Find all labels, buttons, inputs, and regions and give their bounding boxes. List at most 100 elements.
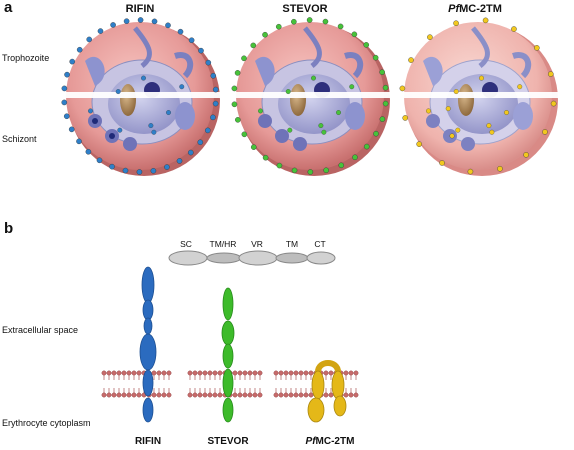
lipid-head <box>101 370 107 376</box>
surface-dot <box>110 22 116 28</box>
lipid-head <box>273 370 279 376</box>
surface-dot <box>439 160 445 166</box>
surface-dot <box>76 138 82 145</box>
lipid-head <box>136 370 142 376</box>
lipid-head <box>121 370 127 376</box>
lipid-head <box>252 370 258 376</box>
surface-dot <box>534 45 540 51</box>
lipid-head <box>207 370 213 376</box>
surface-dot <box>205 59 212 66</box>
surface-dot <box>547 71 554 77</box>
surface-dot <box>291 18 297 25</box>
lipid-head <box>101 392 107 398</box>
internal-dot <box>455 127 461 133</box>
lipid-head <box>111 370 117 376</box>
surface-dot <box>262 154 269 161</box>
rifin-protein <box>139 266 157 423</box>
surface-dot <box>337 23 344 30</box>
lipid-head <box>232 370 238 376</box>
lipid-head <box>151 392 157 398</box>
surface-dot <box>86 36 93 43</box>
internal-dot <box>311 75 316 81</box>
lipid-head <box>156 370 162 376</box>
lipid-head <box>288 392 294 398</box>
internal-dot <box>151 129 157 135</box>
lipid-head <box>353 392 359 398</box>
pfmc2tm-title-italic: Pf <box>448 3 460 15</box>
surface-dot <box>188 37 195 44</box>
surface-dot <box>96 157 103 164</box>
pfmc2tm-surface-dots <box>399 17 557 175</box>
surface-dot <box>550 100 557 107</box>
internal-dot <box>115 89 121 95</box>
surface-dot <box>372 54 379 61</box>
internal-dot <box>489 129 495 135</box>
lipid-head <box>242 370 248 376</box>
lipid-head <box>308 370 314 376</box>
lipid-head <box>343 392 349 398</box>
lipid-head <box>278 370 284 376</box>
surface-dot <box>123 18 130 24</box>
lipid-head <box>283 370 289 376</box>
surface-dot <box>322 18 329 25</box>
surface-dot <box>69 58 76 65</box>
surface-dot <box>511 26 517 32</box>
internal-dot <box>479 75 484 81</box>
surface-dot <box>151 18 158 25</box>
lipid-head <box>202 392 208 398</box>
internal-dot <box>258 108 263 114</box>
surface-dot <box>231 101 238 108</box>
surface-dot <box>165 22 171 29</box>
lipid-head <box>126 392 132 398</box>
stevor-protein-label: STEVOR <box>207 436 249 447</box>
surface-dot <box>250 144 257 150</box>
surface-dot <box>427 34 433 40</box>
internal-dot <box>349 84 355 90</box>
surface-dot <box>291 167 298 174</box>
surface-dot <box>373 130 379 137</box>
lipid-head <box>187 370 193 376</box>
lipid-head <box>353 370 359 376</box>
pfmc2tm-label-rest: MC-2TM <box>315 436 355 447</box>
lipid-head <box>207 392 213 398</box>
lipid-head <box>106 392 112 398</box>
surface-dot <box>234 70 241 76</box>
internal-dot <box>336 110 341 115</box>
surface-dot <box>122 167 129 174</box>
internal-dot <box>426 108 431 114</box>
stage-divider <box>60 92 560 98</box>
trophozoite-label: Trophozoite <box>2 53 50 63</box>
lipid-head <box>323 392 329 398</box>
surface-dot <box>176 158 183 164</box>
stevor-protein <box>221 287 235 423</box>
internal-dot <box>504 110 509 115</box>
surface-dot <box>351 31 358 38</box>
domain-vr: VR <box>251 239 263 249</box>
surface-dot <box>307 169 314 175</box>
surface-dot <box>467 168 474 175</box>
surface-dot <box>64 71 70 78</box>
surface-dot <box>482 17 489 24</box>
rifin-surface-dots <box>61 17 219 175</box>
surface-dot <box>212 86 219 93</box>
surface-dot <box>338 162 345 169</box>
surface-dot <box>382 84 389 91</box>
surface-dot <box>497 165 503 172</box>
lipid-head <box>161 392 167 398</box>
surface-dot <box>382 100 389 107</box>
lipid-head <box>283 392 289 398</box>
domain-bar <box>168 250 336 266</box>
surface-dot <box>352 154 358 161</box>
lipid-head <box>192 392 198 398</box>
surface-dot <box>323 167 329 174</box>
domain-tm: TM <box>285 239 299 249</box>
surface-dot <box>275 23 282 30</box>
internal-dot <box>141 75 146 81</box>
internal-dot <box>148 123 154 129</box>
lipid-head <box>247 370 253 376</box>
pfmc2tm-label-italic: Pf <box>305 436 316 447</box>
internal-dot <box>179 84 185 90</box>
